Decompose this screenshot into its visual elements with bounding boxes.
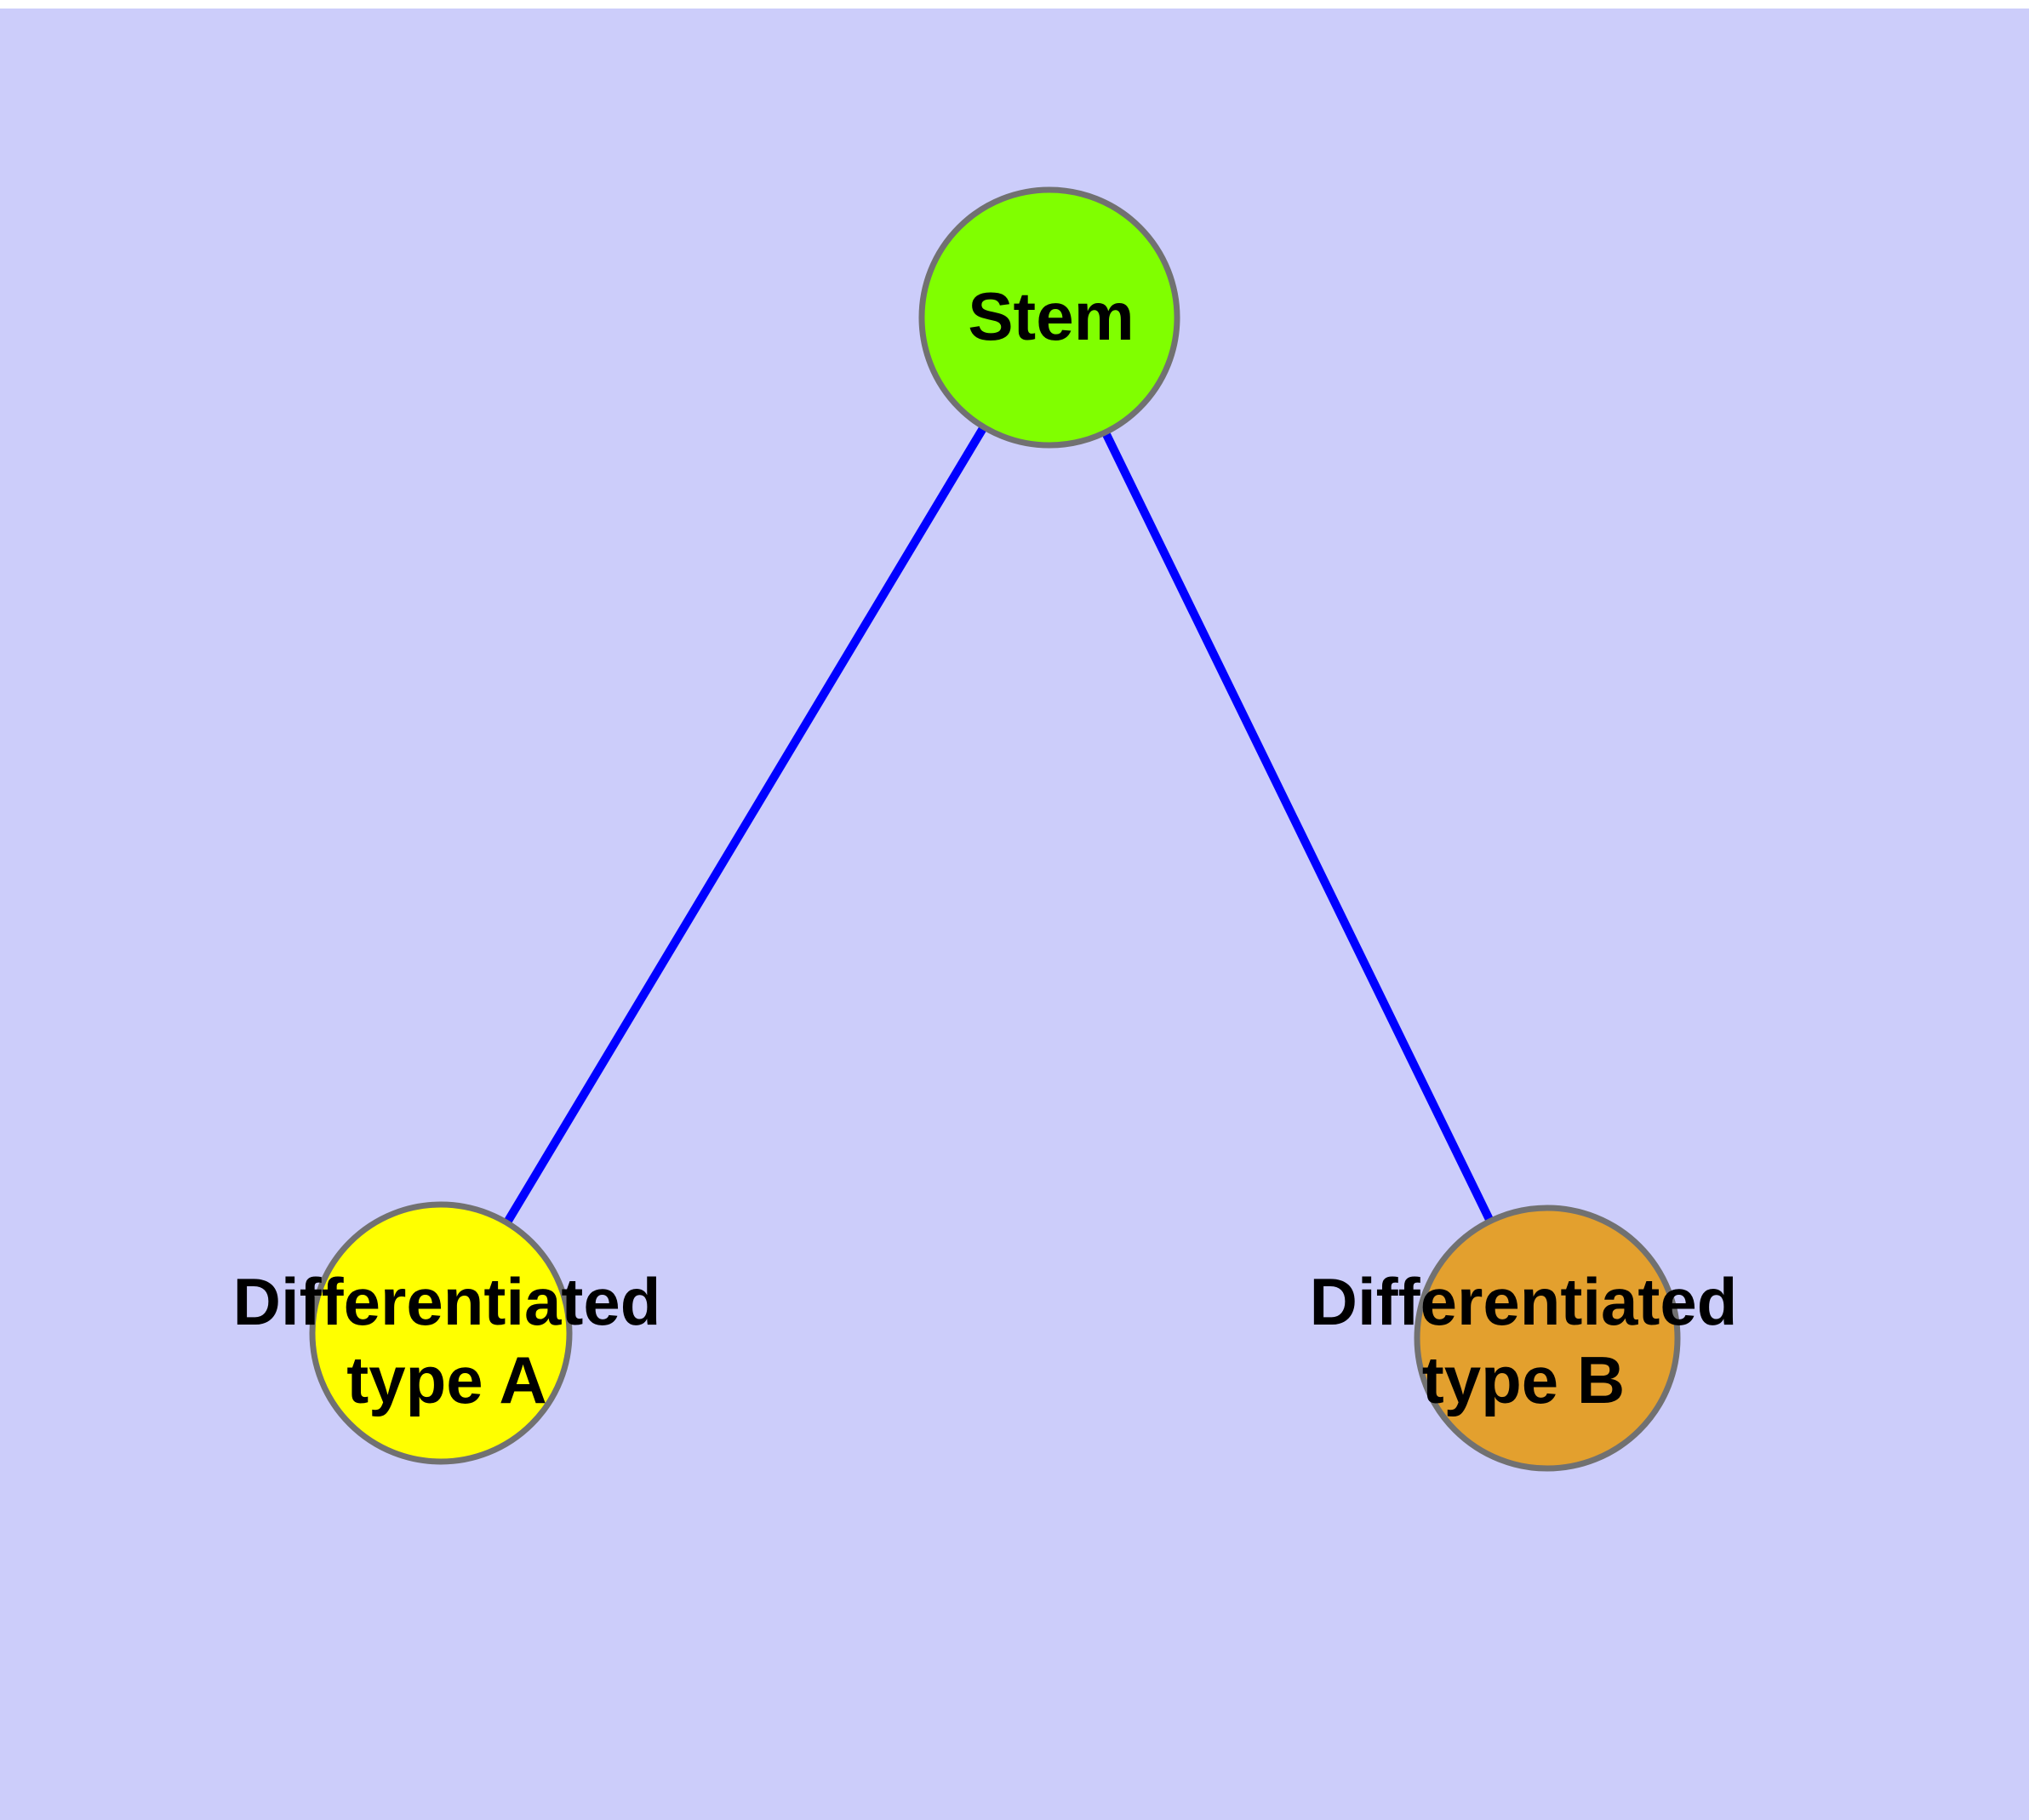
nodes-group bbox=[309, 186, 1681, 1472]
graph-node-stem[interactable] bbox=[918, 186, 1180, 449]
graph-edge-stem-to-diff-b[interactable] bbox=[1100, 429, 1495, 1224]
graph-edge-stem-to-diff-a[interactable] bbox=[502, 424, 988, 1226]
graph-node-diff-a[interactable] bbox=[309, 1201, 573, 1465]
edges-group bbox=[502, 424, 1495, 1226]
graph-node-diff-b[interactable] bbox=[1414, 1205, 1681, 1472]
